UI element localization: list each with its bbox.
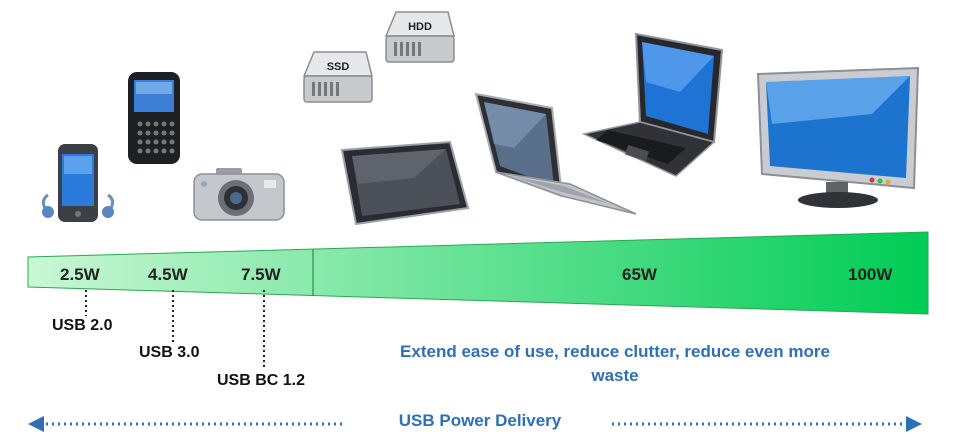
camera-icon <box>193 168 285 221</box>
watt-level-7-5w: 7.5W <box>241 265 281 284</box>
pd-arrow-left-head <box>28 416 44 432</box>
usb-3-0-label: USB 3.0 <box>139 344 200 361</box>
hdd-label: HDD <box>408 21 432 33</box>
monitor-icon <box>756 66 920 208</box>
laptop-icon <box>581 32 724 177</box>
smartphone-icon <box>41 144 115 222</box>
ssd-label: SSD <box>327 61 350 73</box>
watt-level-65w: 65W <box>622 265 657 284</box>
pd-arrow-right-head <box>906 416 922 432</box>
watt-level-4-5w: 4.5W <box>148 265 188 284</box>
tablet-icon <box>340 140 470 226</box>
qwerty-phone-icon <box>128 72 180 164</box>
watt-level-100w: 100W <box>848 265 893 284</box>
ultrabook-icon <box>474 92 637 215</box>
power-wedge-shape <box>27 231 929 315</box>
usb-bc-1-2-label: USB BC 1.2 <box>217 372 306 389</box>
usb-2-0-label: USB 2.0 <box>52 317 113 334</box>
tagline-text: Extend ease of use, reduce clutter, redu… <box>400 342 830 385</box>
watt-level-2-5w: 2.5W <box>60 265 100 284</box>
ssd-icon: SSD <box>302 51 373 103</box>
usb-power-delivery-label: USB Power Delivery <box>398 411 562 430</box>
hdd-icon: HDD <box>384 11 455 63</box>
